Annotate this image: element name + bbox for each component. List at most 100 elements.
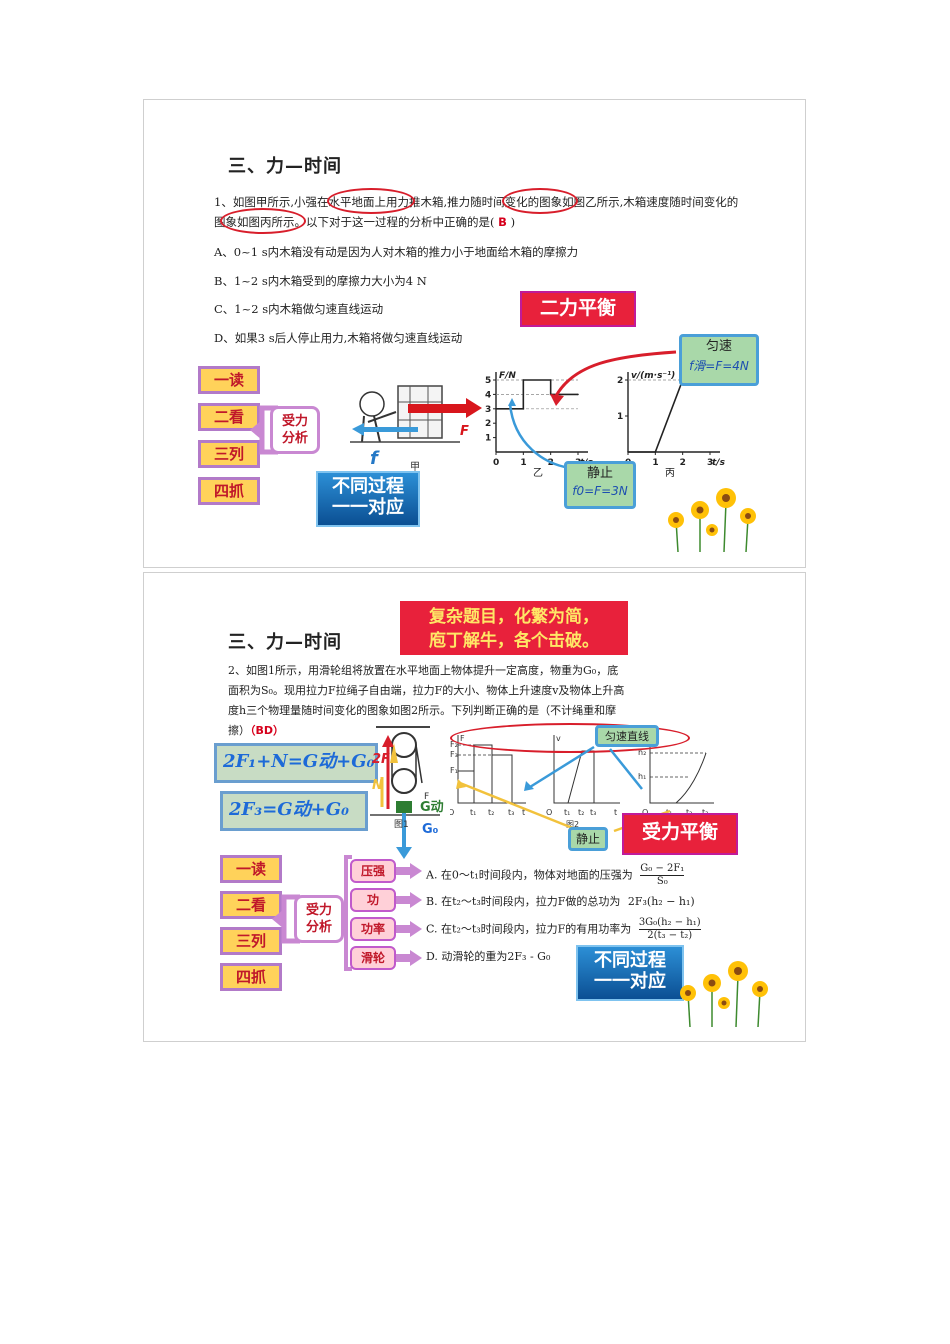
banner-process: 不同过程 一一对应 — [316, 471, 420, 527]
svg-text:t: t — [614, 808, 617, 817]
analyze-box: 受力 分析 — [270, 406, 320, 454]
x-tick-label: 1 — [520, 458, 526, 468]
banner-complex: 复杂题目，化繁为简， 庖丁解牛，各个击破。 — [400, 601, 628, 655]
force-arrow-icon — [408, 404, 466, 413]
x-tick-label: 2 — [680, 458, 686, 468]
option-b: B. 在t₂～t₃时间段内，拉力F做的总功为 2F₃(h₂ − h₁) — [426, 895, 695, 908]
step-list: 三列 — [198, 440, 260, 468]
step-read: 一读 — [198, 366, 260, 394]
highlight-ring — [327, 188, 415, 214]
svg-text:F₃: F₃ — [450, 750, 458, 759]
svg-text:t₃: t₃ — [508, 808, 514, 817]
banner-balance: 受力平衡 — [622, 813, 738, 855]
svg-text:F₂: F₂ — [450, 740, 458, 749]
step-read: 一读 — [220, 855, 282, 883]
box-rest: 静止 f0=F=3N — [564, 461, 636, 509]
y-tick-label: 2 — [617, 376, 623, 386]
slide-2: 三、力—时间 复杂题目，化繁为简， 庖丁解牛，各个击破。 2、如图1所示，用滑轮… — [143, 572, 806, 1042]
formula-1: 2F₁+N=G动+G₀ — [214, 743, 378, 783]
slide-title: 三、力—时间 — [228, 632, 342, 653]
force-label: F — [460, 424, 469, 439]
y-axis-label: v/(m·s⁻¹) — [631, 371, 675, 381]
y-tick-label: 1 — [617, 412, 623, 422]
formula-2: 2F₃=G动+G₀ — [220, 791, 368, 831]
chart-caption: 乙 — [533, 467, 543, 478]
label-uniform: 匀速直线 — [595, 725, 659, 747]
bracket-arrow-icon — [272, 894, 300, 944]
person-icon — [359, 391, 385, 417]
answer: B — [498, 215, 507, 229]
svg-text:F₁: F₁ — [450, 766, 458, 775]
y-tick-label: 4 — [485, 390, 491, 400]
svg-text:h₂: h₂ — [638, 748, 646, 757]
step-look: 二看 — [198, 403, 260, 431]
analyze-box: 受力 分析 — [294, 895, 344, 943]
answer: （BD） — [250, 724, 285, 737]
data-point — [549, 379, 552, 381]
svg-text:t₂: t₂ — [578, 808, 584, 817]
highlight-ring — [450, 723, 690, 753]
fig-caption: 甲 — [410, 462, 420, 473]
svg-text:t₂: t₂ — [488, 808, 494, 817]
option-a: A. 在0～t₁时间段内，物体对地面的压强为 G₀ − 2F₁ S₀ — [426, 863, 685, 887]
data-point — [654, 451, 657, 453]
bracket-icon — [344, 855, 352, 971]
step-look: 二看 — [220, 891, 282, 919]
option-b: B、1~2 s内木箱受到的摩擦力大小为4 N — [214, 274, 427, 288]
svg-text:O: O — [546, 808, 552, 817]
y-tick-label: 3 — [485, 405, 491, 415]
banner-balance: 二力平衡 — [520, 291, 636, 327]
friction-arrow-icon — [362, 427, 418, 432]
figure-push-box: F f 甲 — [350, 385, 482, 473]
option-d: D. 动滑轮的重为2F₃ - G₀ — [426, 950, 551, 963]
option-c: C. 在t₂～t₃时间段内，拉力F的有用功率为 3G₀(h₂ − h₁) 2(t… — [426, 917, 701, 941]
svg-text:图2: 图2 — [566, 820, 579, 829]
svg-text:G动: G动 — [420, 800, 444, 815]
slide-1: 三、力—时间 1、如图甲所示,小强在水平地面上用力推木箱,推力随时间变化的图象如… — [143, 99, 806, 568]
svg-text:O: O — [450, 808, 454, 817]
pill-work: 功 — [350, 888, 396, 912]
svg-text:N: N — [372, 778, 383, 793]
svg-text:图1: 图1 — [394, 819, 409, 830]
svg-text:t₃: t₃ — [702, 808, 708, 817]
svg-text:t₁: t₁ — [564, 808, 570, 817]
friction-label: f — [370, 448, 380, 469]
svg-text:t₃: t₃ — [590, 808, 596, 817]
label-rest: 静止 — [568, 827, 608, 851]
highlight-ring — [502, 188, 578, 214]
step-grasp: 四抓 — [220, 963, 282, 991]
data-point — [627, 451, 629, 453]
option-d: D、如果3 s后人停止用力,木箱将做匀速直线运动 — [214, 331, 463, 345]
y-tick-label: 2 — [485, 419, 491, 429]
x-tick-label: 3 — [707, 458, 713, 468]
slide-title: 三、力—时间 — [228, 156, 342, 177]
flowers-decoration — [668, 488, 756, 552]
y-tick-label: 1 — [485, 434, 491, 444]
pill-pressure: 压强 — [350, 859, 396, 883]
pill-pulley: 滑轮 — [350, 946, 396, 970]
svg-text:G₀: G₀ — [422, 822, 439, 837]
chart-caption: 丙 — [665, 468, 675, 478]
svg-text:t₂: t₂ — [686, 808, 692, 817]
pill-arrows — [396, 863, 422, 966]
svg-text:O: O — [642, 808, 648, 817]
pulley-figure: 2F N F G动 G₀ 图1 — [370, 726, 444, 859]
question-text: 2、如图1所示，用滑轮组将放置在水平地面上物体提升一定高度，物重为G₀，底 面积… — [228, 664, 625, 737]
banner-process: 不同过程 一一对应 — [576, 945, 684, 1001]
data-point — [522, 379, 525, 381]
option-c: C、1~2 s内木箱做匀速直线运动 — [214, 302, 384, 316]
x-tick-label: 1 — [652, 458, 658, 468]
data-point — [522, 408, 525, 410]
pill-power: 功率 — [350, 917, 396, 941]
svg-text:F: F — [424, 792, 429, 802]
y-tick-label: 5 — [485, 376, 491, 386]
option-a: A、0~1 s内木箱没有动是因为人对木箱的推力小于地面给木箱的摩擦力 — [214, 245, 579, 259]
y-axis-label: F/N — [499, 371, 516, 381]
svg-text:t₁: t₁ — [470, 808, 476, 817]
step-grasp: 四抓 — [198, 477, 260, 505]
x-axis-label: t/s — [712, 458, 726, 468]
svg-text:h₁: h₁ — [638, 772, 646, 781]
data-point — [495, 408, 497, 410]
load-icon — [396, 801, 412, 813]
highlight-ring — [220, 208, 306, 234]
